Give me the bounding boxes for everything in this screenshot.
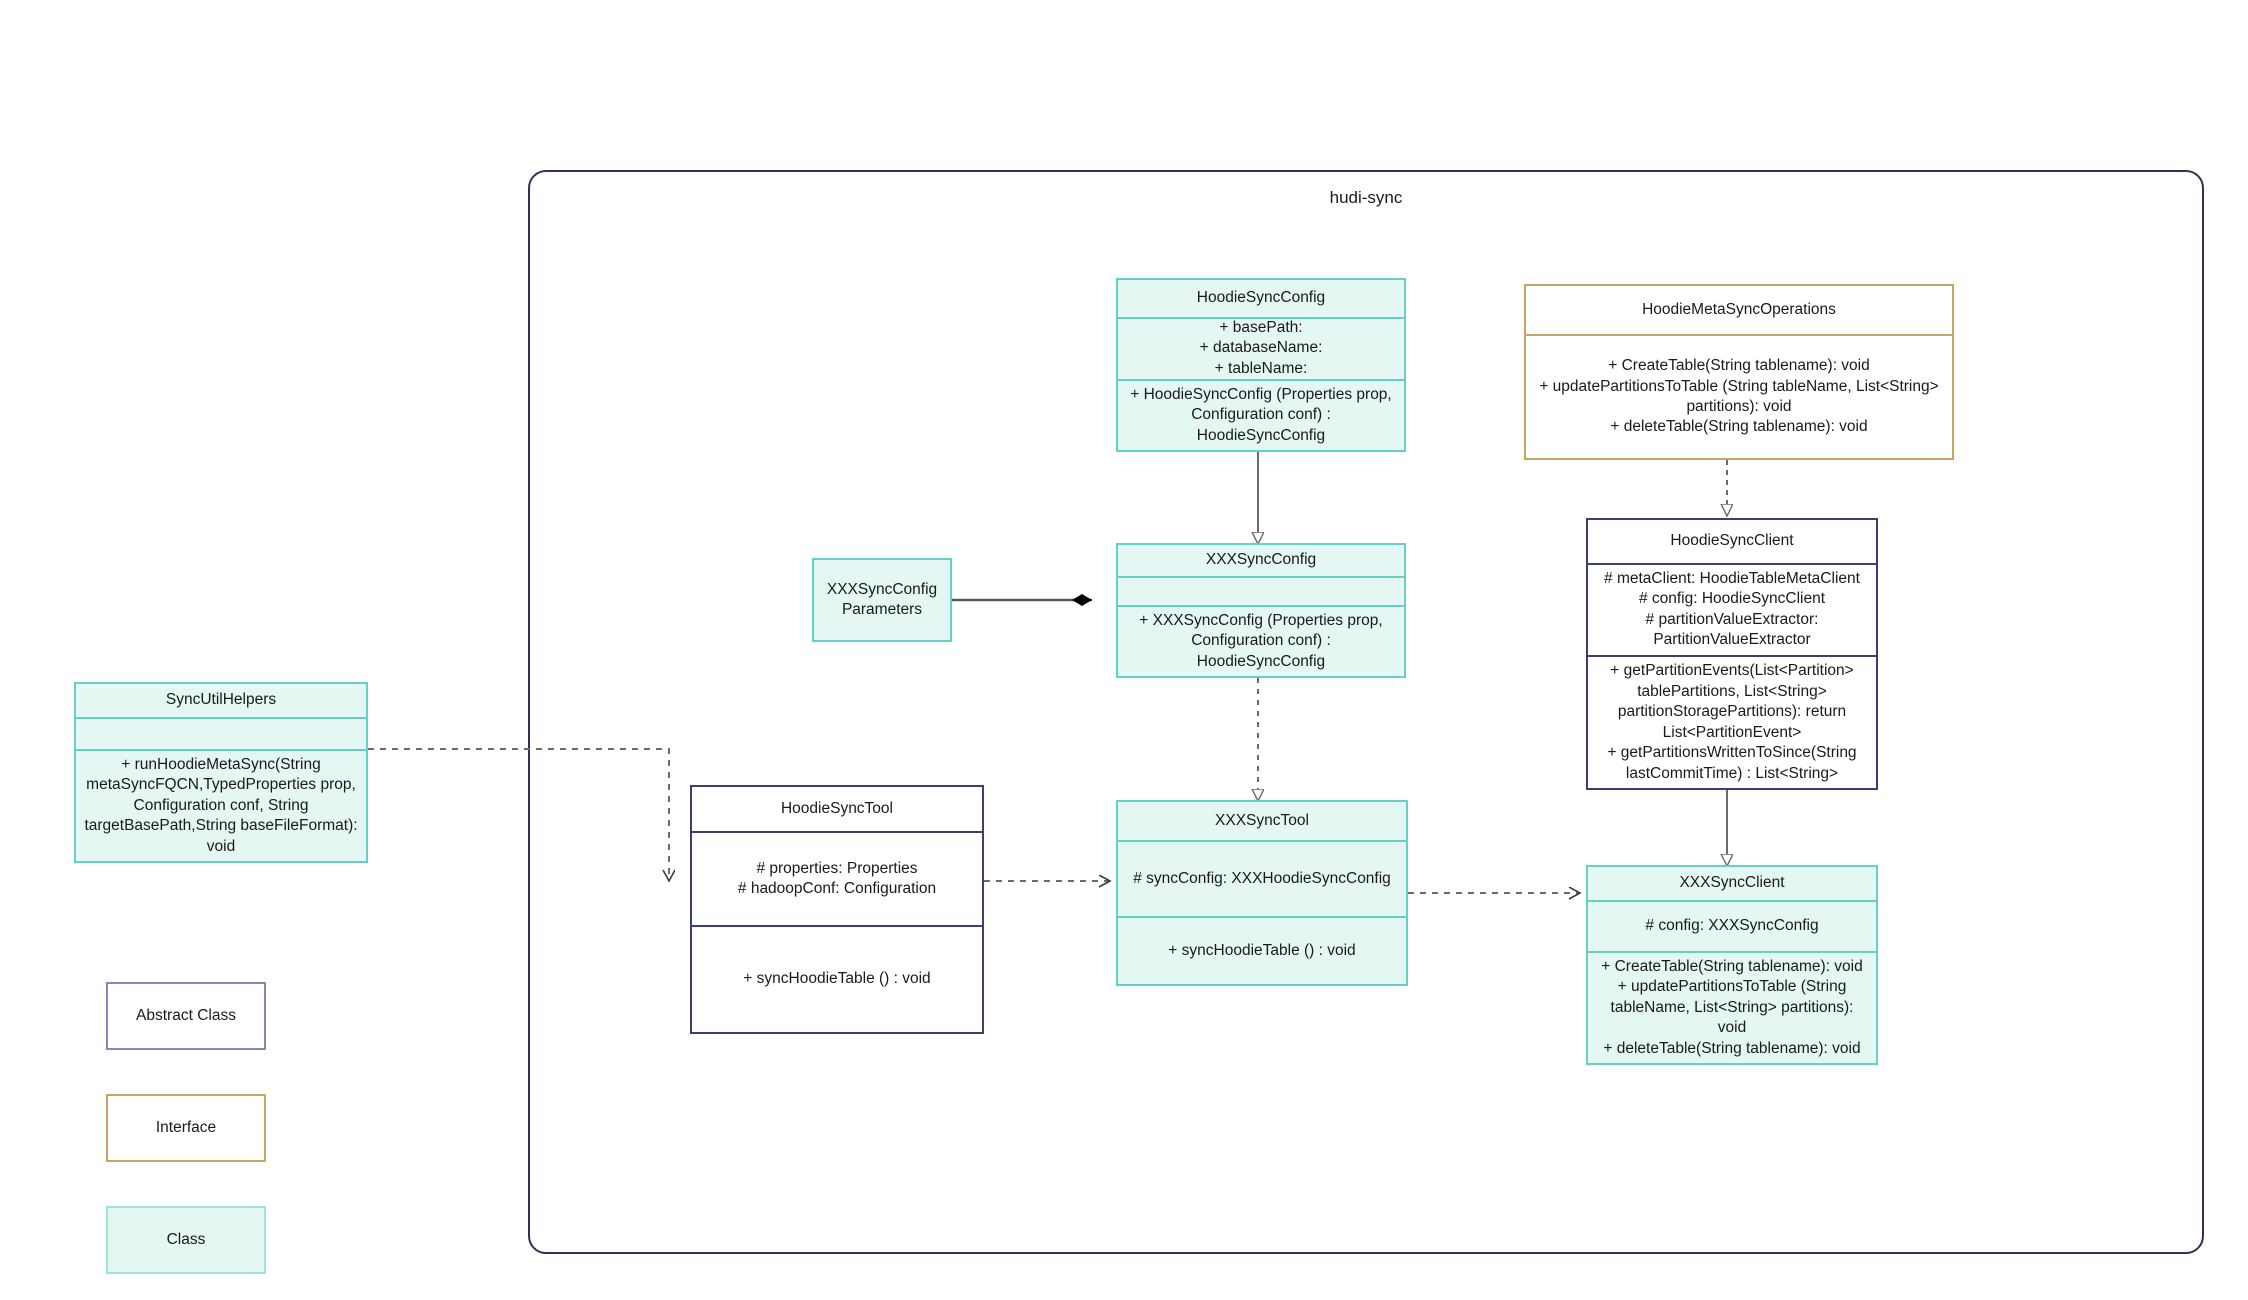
class-operations: + syncHoodieTable () : void xyxy=(692,925,982,1032)
class-name: XXXSyncClient xyxy=(1679,874,1785,892)
class-attributes: # properties: Properties # hadoopConf: C… xyxy=(692,831,982,925)
abstract-hoodie-sync-tool[interactable]: HoodieSyncTool # properties: Properties … xyxy=(690,785,984,1034)
interface-name: HoodieMetaSyncOperations xyxy=(1642,300,1836,318)
legend-label: Abstract Class xyxy=(136,1007,236,1024)
class-attributes: # config: XXXSyncConfig xyxy=(1588,900,1876,950)
class-hoodie-sync-config[interactable]: HoodieSyncConfig + basePath: + databaseN… xyxy=(1116,278,1406,452)
legend-abstract-class: Abstract Class xyxy=(106,982,266,1050)
class-attributes xyxy=(76,716,366,749)
class-attributes: # syncConfig: XXXHoodieSyncConfig xyxy=(1118,840,1406,916)
legend-class: Class xyxy=(106,1206,266,1274)
legend-interface: Interface xyxy=(106,1094,266,1162)
package-title: hudi-sync xyxy=(1329,188,1403,207)
interface-hoodie-meta-sync-operations[interactable]: HoodieMetaSyncOperations + CreateTable(S… xyxy=(1524,284,1954,460)
class-attributes xyxy=(1118,575,1404,605)
class-operations: + syncHoodieTable () : void xyxy=(1118,916,1406,984)
package-hudi-sync: hudi-sync xyxy=(528,170,2204,1254)
class-operations: + XXXSyncConfig (Properties prop, Config… xyxy=(1118,604,1404,676)
interface-operations: + CreateTable(String tablename): void + … xyxy=(1526,334,1952,458)
class-operations: + HoodieSyncConfig (Properties prop, Con… xyxy=(1118,378,1404,450)
class-name: XXXSyncTool xyxy=(1215,811,1309,829)
legend-label: Interface xyxy=(155,1119,217,1136)
class-xxx-sync-config[interactable]: XXXSyncConfig + XXXSyncConfig (Propertie… xyxy=(1116,543,1406,678)
class-xxx-sync-config-parameters[interactable]: XXXSyncConfigParameters xyxy=(812,558,952,642)
class-name: SyncUtilHelpers xyxy=(165,691,277,709)
class-name: HoodieSyncClient xyxy=(1670,532,1794,550)
class-xxx-sync-client[interactable]: XXXSyncClient # config: XXXSyncConfig + … xyxy=(1586,865,1878,1065)
abstract-hoodie-sync-client[interactable]: HoodieSyncClient # metaClient: HoodieTab… xyxy=(1586,518,1878,790)
class-name: XXXSyncConfigParameters xyxy=(826,580,938,618)
class-attributes: + basePath: + databaseName: + tableName: xyxy=(1118,316,1404,379)
class-operations: + runHoodieMetaSync(String metaSyncFQCN,… xyxy=(76,748,366,861)
class-sync-util-helpers[interactable]: SyncUtilHelpers + runHoodieMetaSync(Stri… xyxy=(74,682,368,863)
class-operations: + getPartitionEvents(List<Partition> tab… xyxy=(1588,655,1876,788)
class-name: XXXSyncConfig xyxy=(1205,551,1317,569)
class-name: HoodieSyncConfig xyxy=(1196,289,1326,307)
class-operations: + CreateTable(String tablename): void + … xyxy=(1588,950,1876,1063)
class-xxx-sync-tool[interactable]: XXXSyncTool # syncConfig: XXXHoodieSyncC… xyxy=(1116,800,1408,986)
class-attributes: # metaClient: HoodieTableMetaClient # co… xyxy=(1588,562,1876,656)
class-name: HoodieSyncTool xyxy=(780,799,893,817)
legend-label: Class xyxy=(166,1231,206,1248)
